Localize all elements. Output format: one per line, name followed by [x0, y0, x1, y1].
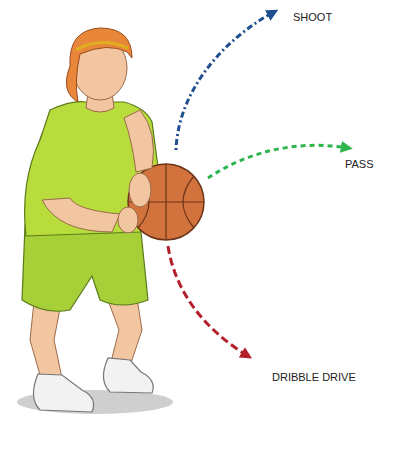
- shoot-arrow: [176, 12, 274, 150]
- action-label: PASS: [345, 158, 374, 171]
- hand: [118, 207, 138, 233]
- pass-arrow: [208, 145, 348, 178]
- shoe: [103, 358, 153, 393]
- headband: [76, 42, 128, 50]
- ball-seam: [128, 164, 204, 240]
- arm: [42, 198, 120, 232]
- action-label: DRIBBLE DRIVE: [272, 371, 356, 384]
- dribble-arrow: [168, 246, 248, 356]
- action-label: SHOOT: [293, 11, 332, 24]
- shoe: [33, 374, 93, 412]
- arm: [124, 110, 154, 172]
- basketball: [128, 164, 204, 240]
- hair: [66, 28, 132, 102]
- hand: [129, 173, 151, 207]
